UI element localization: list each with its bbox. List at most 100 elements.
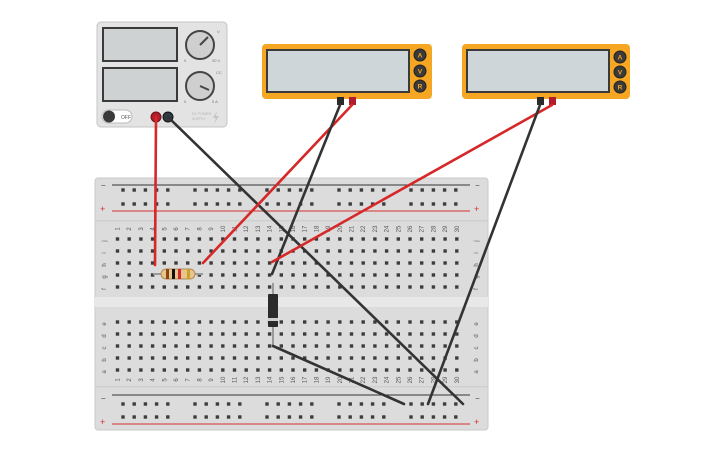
hole-a14[interactable] xyxy=(267,368,272,372)
hole-h12[interactable] xyxy=(244,261,248,265)
multimeter-1-volts-button[interactable]: V xyxy=(413,64,427,78)
hole-b27[interactable] xyxy=(420,356,424,360)
hole-d21[interactable] xyxy=(349,332,354,336)
hole-j1[interactable] xyxy=(115,237,120,241)
hole-e8[interactable] xyxy=(197,320,202,324)
hole-i14[interactable] xyxy=(267,249,272,253)
power-supply[interactable]: 0 30 V V 0 5 A CC OFF DC POWER SUPPLY xyxy=(96,21,228,128)
hole-c23[interactable] xyxy=(373,344,377,348)
bottom-rail-plus-hole[interactable] xyxy=(215,415,220,419)
top-rail-minus-hole[interactable] xyxy=(382,188,386,192)
bottom-rail-plus-hole[interactable] xyxy=(454,415,458,419)
hole-j28[interactable] xyxy=(431,237,436,241)
hole-d16[interactable] xyxy=(291,332,295,336)
top-rail-minus-hole[interactable] xyxy=(121,188,125,192)
hole-e19[interactable] xyxy=(326,320,330,324)
bottom-rail-plus-hole[interactable] xyxy=(265,415,269,419)
multimeter-1[interactable]: A V R xyxy=(262,44,432,105)
hole-c28[interactable] xyxy=(431,344,436,348)
multimeter-1-amps-button[interactable]: A xyxy=(413,48,427,62)
hole-f5[interactable] xyxy=(162,285,166,289)
bottom-rail-minus-hole[interactable] xyxy=(454,402,458,406)
bottom-rail-minus-hole[interactable] xyxy=(287,402,292,406)
top-rail-minus-hole[interactable] xyxy=(143,188,148,192)
hole-j14[interactable] xyxy=(267,237,272,241)
hole-b11[interactable] xyxy=(232,356,237,360)
hole-i2[interactable] xyxy=(127,249,131,253)
hole-i9[interactable] xyxy=(209,249,213,253)
hole-d13[interactable] xyxy=(256,332,260,336)
hole-i21[interactable] xyxy=(349,249,354,253)
top-rail-plus-hole[interactable] xyxy=(370,202,375,206)
hole-j9[interactable] xyxy=(209,237,213,241)
top-rail-minus-hole[interactable] xyxy=(370,188,375,192)
hole-e16[interactable] xyxy=(291,320,295,324)
hole-i26[interactable] xyxy=(408,249,412,253)
multimeter-1-positive-probe[interactable] xyxy=(349,97,356,105)
bottom-rail-plus-hole[interactable] xyxy=(310,415,314,419)
hole-g17[interactable] xyxy=(303,273,307,277)
bottom-rail-minus-hole[interactable] xyxy=(431,402,436,406)
multimeter-2-volts-button[interactable]: V xyxy=(613,65,627,79)
hole-a24[interactable] xyxy=(384,368,389,372)
hole-c19[interactable] xyxy=(326,344,330,348)
hole-d14[interactable] xyxy=(267,332,272,336)
top-rail-plus-hole[interactable] xyxy=(132,202,136,206)
hole-d8[interactable] xyxy=(197,332,202,336)
hole-b18[interactable] xyxy=(314,356,319,360)
hole-c1[interactable] xyxy=(115,344,120,348)
hole-g19[interactable] xyxy=(326,273,330,277)
hole-e21[interactable] xyxy=(349,320,354,324)
hole-f7[interactable] xyxy=(186,285,190,289)
bottom-rail-plus-hole[interactable] xyxy=(193,415,197,419)
top-rail-plus-hole[interactable] xyxy=(276,202,280,206)
hole-c21[interactable] xyxy=(349,344,354,348)
hole-d10[interactable] xyxy=(221,332,225,336)
hole-b8[interactable] xyxy=(197,356,202,360)
hole-a4[interactable] xyxy=(150,368,155,372)
bottom-rail-plus-hole[interactable] xyxy=(204,415,208,419)
hole-b22[interactable] xyxy=(361,356,365,360)
hole-g14[interactable] xyxy=(267,273,272,277)
hole-f17[interactable] xyxy=(303,285,307,289)
hole-a20[interactable] xyxy=(338,368,342,372)
top-rail-plus-hole[interactable] xyxy=(143,202,148,206)
hole-h9[interactable] xyxy=(209,261,213,265)
hole-f8[interactable] xyxy=(197,285,202,289)
hole-f16[interactable] xyxy=(291,285,295,289)
bottom-rail-plus-hole[interactable] xyxy=(359,415,364,419)
hole-e12[interactable] xyxy=(244,320,248,324)
hole-b24[interactable] xyxy=(384,356,389,360)
bottom-rail-minus-hole[interactable] xyxy=(337,402,341,406)
top-rail-minus-hole[interactable] xyxy=(409,188,413,192)
hole-i23[interactable] xyxy=(373,249,377,253)
hole-a17[interactable] xyxy=(303,368,307,372)
hole-a6[interactable] xyxy=(174,368,178,372)
hole-g9[interactable] xyxy=(209,273,213,277)
top-rail-plus-hole[interactable] xyxy=(287,202,292,206)
hole-f30[interactable] xyxy=(455,285,459,289)
hole-f23[interactable] xyxy=(373,285,377,289)
hole-c25[interactable] xyxy=(396,344,400,348)
hole-h17[interactable] xyxy=(303,261,307,265)
hole-f27[interactable] xyxy=(420,285,424,289)
hole-g15[interactable] xyxy=(279,273,283,277)
hole-e7[interactable] xyxy=(186,320,190,324)
hole-c13[interactable] xyxy=(256,344,260,348)
hole-b23[interactable] xyxy=(373,356,377,360)
hole-b7[interactable] xyxy=(186,356,190,360)
hole-h2[interactable] xyxy=(127,261,131,265)
hole-c6[interactable] xyxy=(174,344,178,348)
multimeter-2-ohms-button[interactable]: R xyxy=(613,80,627,94)
resistor[interactable] xyxy=(153,268,203,280)
hole-f26[interactable] xyxy=(408,285,412,289)
hole-a16[interactable] xyxy=(291,368,295,372)
hole-h13[interactable] xyxy=(256,261,260,265)
hole-a5[interactable] xyxy=(162,368,166,372)
top-rail-minus-hole[interactable] xyxy=(454,188,458,192)
bottom-rail-minus-hole[interactable] xyxy=(359,402,364,406)
hole-c30[interactable] xyxy=(455,344,459,348)
hole-d22[interactable] xyxy=(361,332,365,336)
top-rail-minus-hole[interactable] xyxy=(215,188,220,192)
top-rail-plus-hole[interactable] xyxy=(442,202,447,206)
